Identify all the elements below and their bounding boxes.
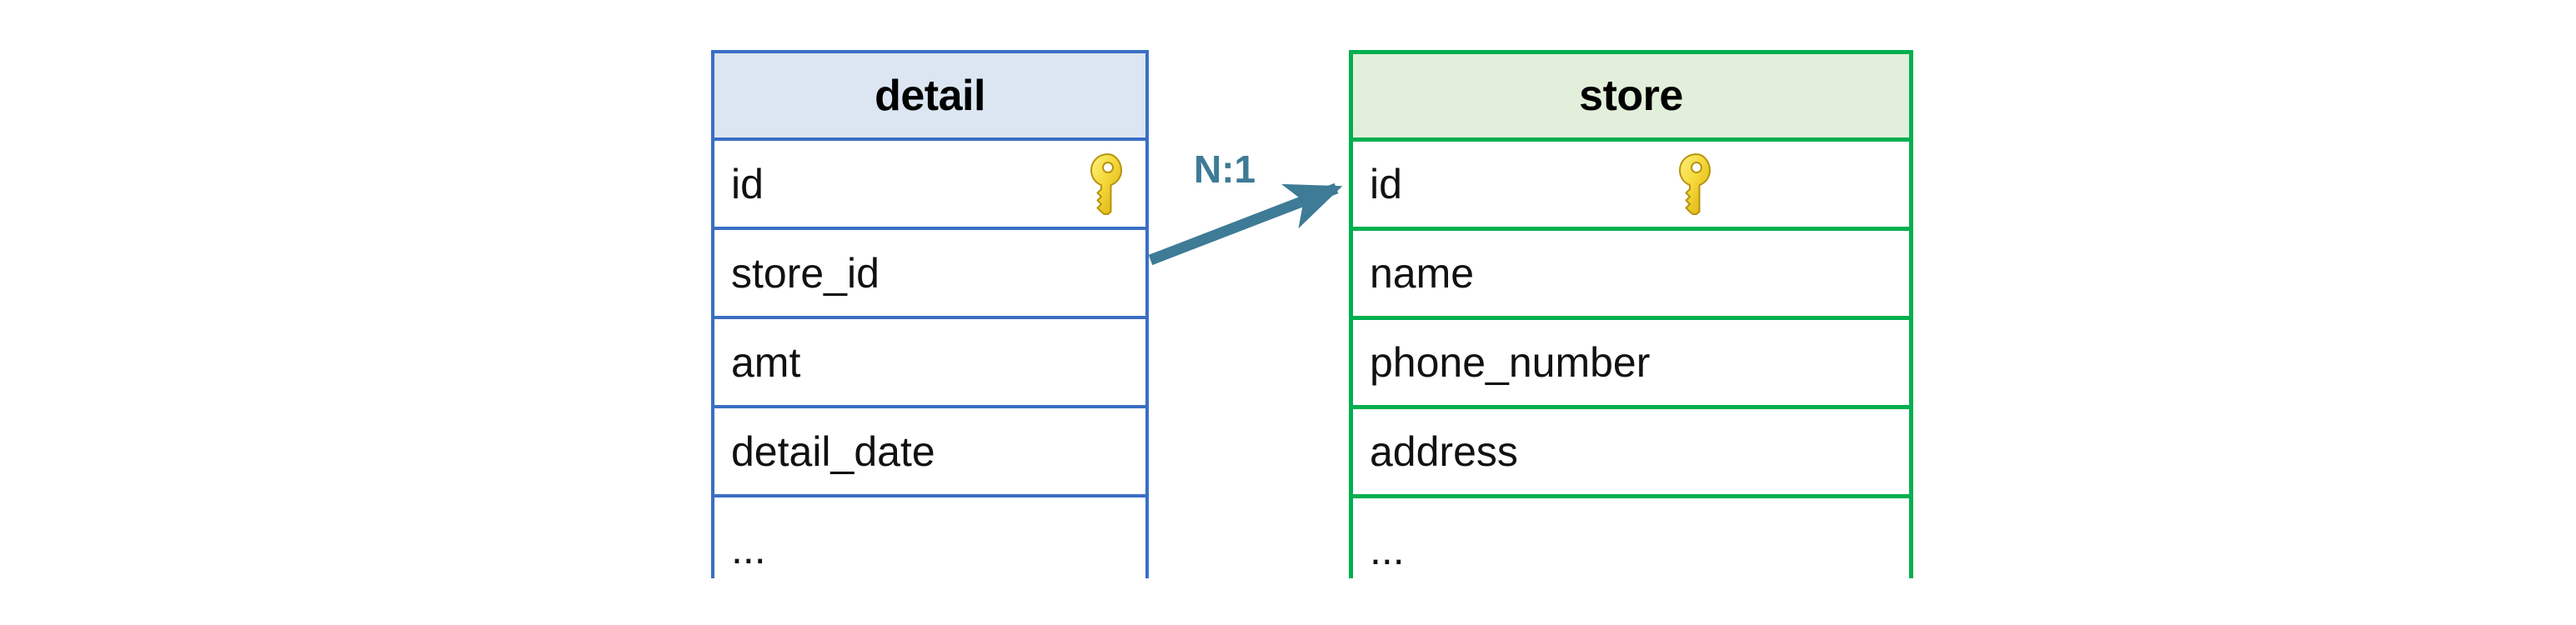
field-row-detail-detail-date[interactable]: detail_date [714,408,1145,498]
field-row-detail-store-id[interactable]: store_id [714,230,1145,319]
field-label: name [1370,250,1475,297]
relationship-cardinality-label: N:1 [1194,148,1256,191]
entity-title-store: store [1353,54,1909,142]
entity-table-store[interactable]: store id name phone_number [1349,50,1913,588]
field-label: id [731,160,764,208]
entity-table-detail[interactable]: detail id store_id amt det [711,50,1149,587]
field-row-store-phone-number[interactable]: phone_number [1353,320,1909,409]
field-row-store-more[interactable]: ... [1353,498,1909,588]
key-icon [1090,152,1122,215]
field-label: ... [1370,526,1405,573]
field-label: detail_date [731,428,935,475]
field-row-store-name[interactable]: name [1353,231,1909,320]
field-row-detail-id[interactable]: id [714,141,1145,230]
field-row-detail-more[interactable]: ... [714,498,1145,587]
relationship-arrow [1148,182,1343,266]
field-label: phone_number [1370,339,1651,386]
field-label: amt [731,338,801,386]
field-row-store-id[interactable]: id [1353,142,1909,231]
entity-title-detail: detail [714,53,1145,141]
field-label: address [1370,428,1518,475]
field-row-detail-amt[interactable]: amt [714,319,1145,408]
field-label: store_id [731,249,880,297]
field-label: id [1370,161,1402,208]
field-label: ... [731,525,766,572]
key-icon [1679,153,1711,215]
field-row-store-address[interactable]: address [1353,409,1909,498]
